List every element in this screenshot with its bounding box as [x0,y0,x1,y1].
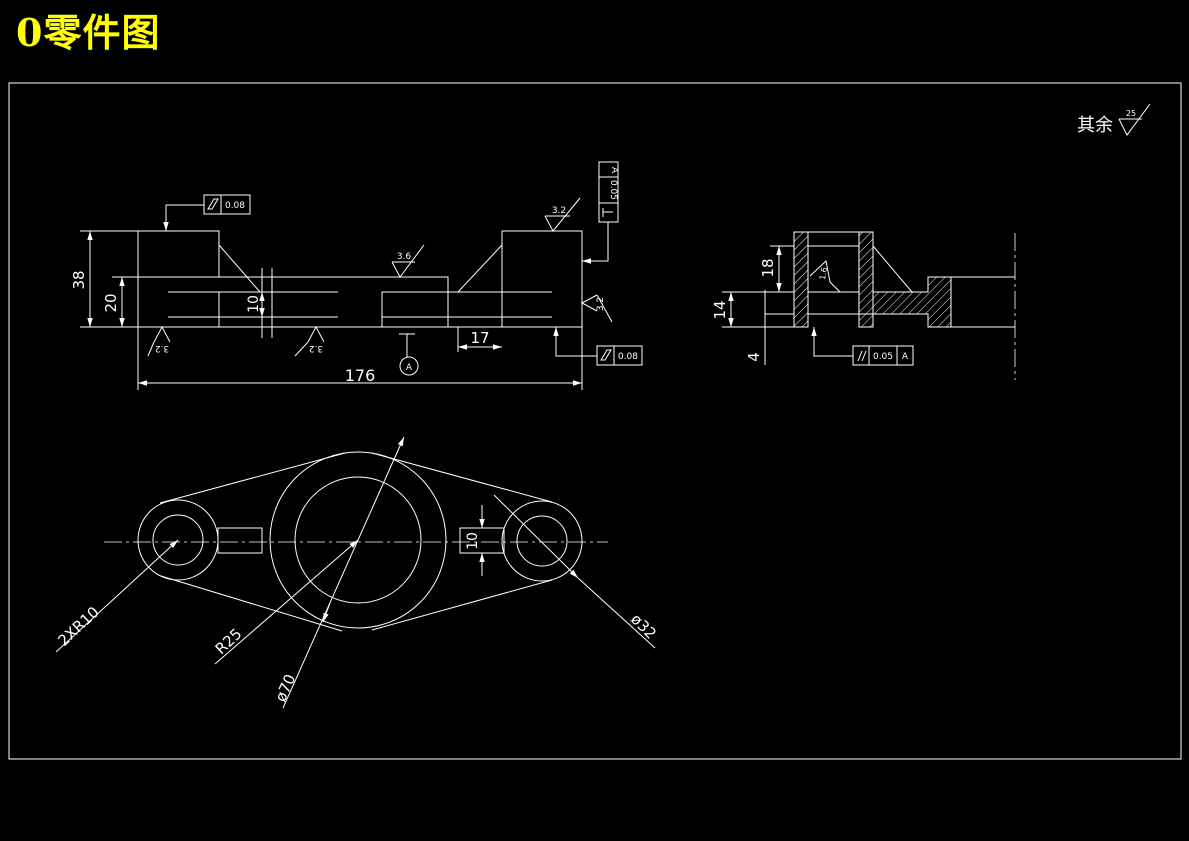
roughness-bottom-left-value: 3.2 [155,343,169,353]
roughness-top-icon [544,197,581,232]
front-view: 38 20 10 176 17 0.08 0.08 A 0.05 [70,161,643,390]
roughness-mid-icon [391,244,425,278]
general-roughness-value: 25 [1126,109,1136,118]
dim-4: 4 [745,352,763,362]
dim-d70: ø70 [271,671,299,704]
dim-14: 14 [711,300,729,319]
parallel-datum: A [902,352,909,362]
dim-20: 20 [102,293,120,312]
roughness-side-value: 3.2 [596,297,606,311]
roughness-bottom-mid-value: 3.2 [309,343,323,353]
roughness-top-value: 3.2 [552,206,566,216]
parallel-icon [857,350,867,362]
roughness-bottom-mid-icon [294,325,325,357]
datum-symbol [399,333,419,376]
dim-d32: ø32 [627,610,660,643]
top-view: 2XR10 R25 ø70 ø32 10 [54,436,660,709]
datum-label: A [406,363,413,373]
dim-10-front: 10 [246,295,262,313]
general-roughness-note: 其余 25 [1077,103,1151,136]
dim-r25: R25 [212,625,246,658]
drawing-title: 0零件图 [16,10,161,55]
flatness-symbol-icon [207,198,219,210]
perp-datum: A [609,167,619,174]
roughness-bottom-left-icon [147,325,171,357]
dim-176: 176 [345,366,376,385]
dim-10-top: 10 [465,532,481,550]
perp-value: 0.05 [608,180,618,200]
roughness-side-icon [580,294,613,323]
side-view: 18 14 4 1.6 0.05 A [711,231,1016,380]
dim-2xr10: 2XR10 [54,603,102,650]
dim-38: 38 [70,270,88,289]
flatness-symbol-icon [600,349,612,361]
dim-18: 18 [759,258,777,277]
general-roughness-label: 其余 [1077,115,1113,136]
dim-17: 17 [470,329,489,347]
parallel-value: 0.05 [873,352,893,362]
flatness-top-value: 0.08 [225,201,245,211]
roughness-side-view-icon [809,260,841,293]
drawing-border [8,82,1182,760]
roughness-side-view-value: 1.6 [818,267,829,281]
perpendicular-icon [602,208,613,217]
flatness-bottom-value: 0.08 [618,352,638,362]
roughness-mid-value: 3.6 [397,252,412,262]
